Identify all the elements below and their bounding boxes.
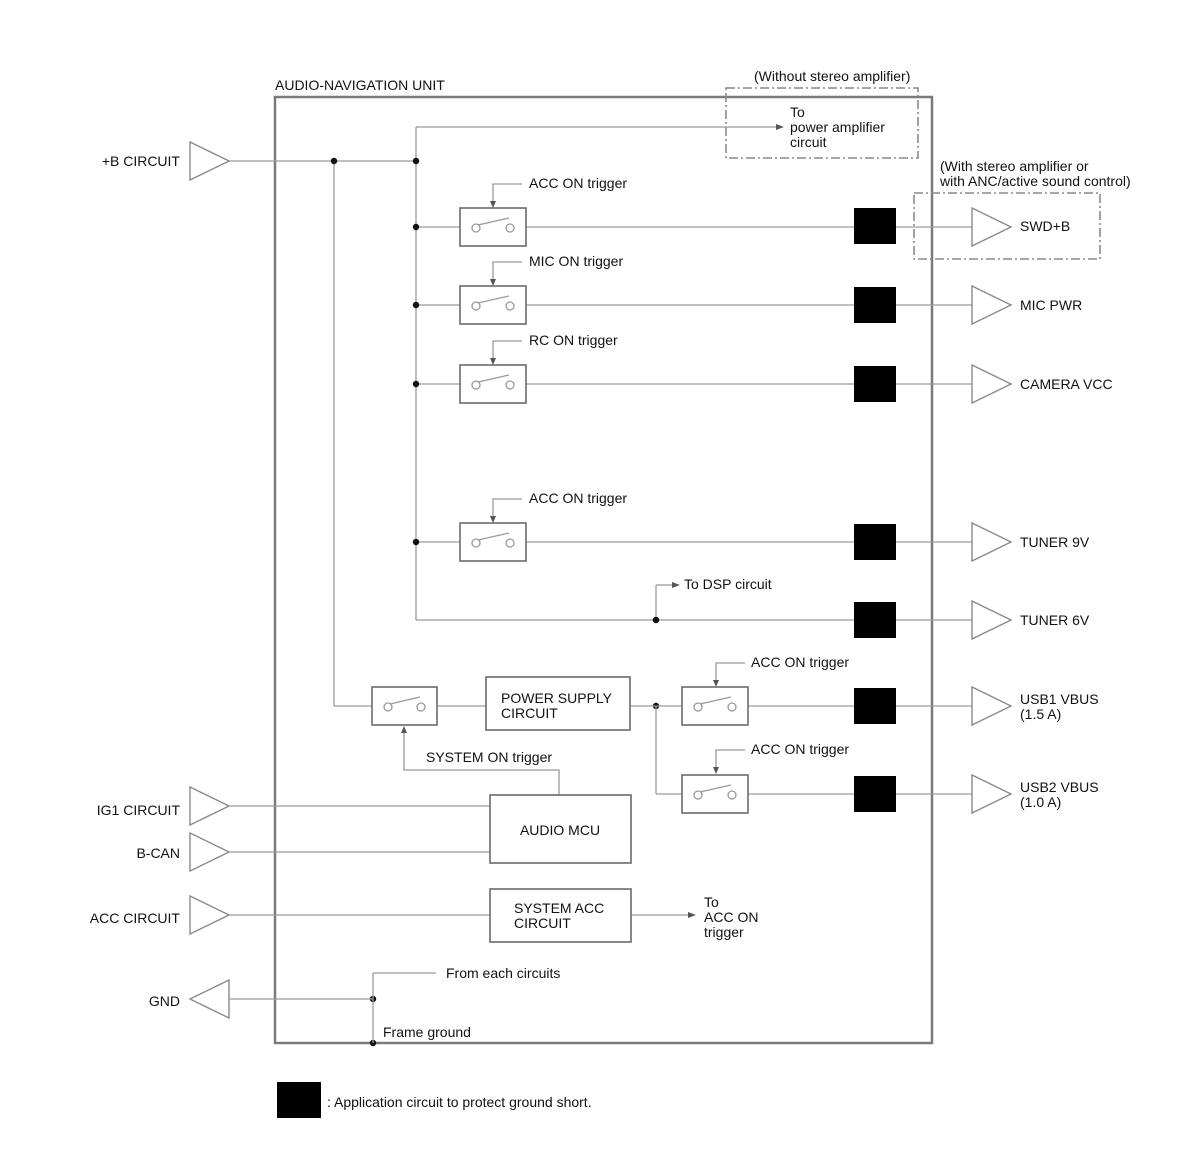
input-b-circuit-label: +B CIRCUIT xyxy=(102,153,181,169)
protection-block xyxy=(854,776,896,812)
protection-block xyxy=(854,688,896,724)
to-dsp-label: To DSP circuit xyxy=(684,576,772,592)
branch-wiring xyxy=(416,226,972,621)
output-tuner9-label: TUNER 9V xyxy=(1020,534,1090,550)
output-mic-pwr-label: MIC PWR xyxy=(1020,297,1082,313)
switch-acc-tuner9 xyxy=(459,522,527,562)
to-acc-on-line2: ACC ON xyxy=(704,909,758,925)
switch-mic xyxy=(459,285,527,325)
power-supply-circuit-block xyxy=(485,676,631,731)
acc-on-trigger-label: ACC ON trigger xyxy=(529,490,627,506)
system-acc-line1: SYSTEM ACC xyxy=(514,900,604,916)
unit-title: AUDIO-NAVIGATION UNIT xyxy=(275,77,445,93)
to-power-amp-line1: To xyxy=(790,104,805,120)
lower-wiring xyxy=(229,805,688,1043)
input-acc-label: ACC CIRCUIT xyxy=(90,910,181,926)
input-gnd-label: GND xyxy=(149,993,180,1009)
switch-rc xyxy=(459,364,527,404)
protection-block xyxy=(854,524,896,560)
to-dsp-arrow xyxy=(672,582,680,588)
input-connectors xyxy=(188,140,231,1020)
to-power-amp-line2: power amplifier xyxy=(790,119,885,135)
trigger-arrow xyxy=(490,201,496,208)
output-triangle xyxy=(971,773,1013,815)
trigger-arrow xyxy=(490,279,496,286)
output-triangle xyxy=(971,206,1013,248)
output-usb1-current: (1.5 A) xyxy=(1020,706,1061,722)
trigger-arrow xyxy=(713,680,719,687)
switch-acc-usb1 xyxy=(681,686,749,726)
mic-on-trigger-label: MIC ON trigger xyxy=(529,253,623,269)
protection-block xyxy=(854,287,896,323)
switch-system xyxy=(371,686,438,726)
power-supply-wiring xyxy=(403,662,972,795)
with-amp-note-line1: (With stereo amplifier or xyxy=(940,158,1089,174)
acc-on-trigger-label: ACC ON trigger xyxy=(751,654,849,670)
trigger-arrow xyxy=(490,358,496,365)
switch-acc-usb2 xyxy=(681,774,749,814)
system-on-arrow xyxy=(401,726,407,733)
acc-on-trigger-label: ACC ON trigger xyxy=(529,175,627,191)
output-camera-vcc-label: CAMERA VCC xyxy=(1020,376,1113,392)
output-tuner6-label: TUNER 6V xyxy=(1020,612,1090,628)
gnd-triangle xyxy=(188,978,230,1020)
legend-text: : Application circuit to protect ground … xyxy=(327,1094,592,1110)
to-power-amp-line3: circuit xyxy=(790,134,827,150)
protection-block xyxy=(854,602,896,638)
output-usb2-current: (1.0 A) xyxy=(1020,794,1061,810)
input-triangle xyxy=(189,894,231,936)
protection-block xyxy=(854,208,896,244)
output-triangle xyxy=(971,521,1013,563)
system-acc-line2: CIRCUIT xyxy=(514,915,571,931)
unit-enclosure xyxy=(273,95,934,1045)
junction-dots xyxy=(330,157,660,1047)
with-amp-note-line2: with ANC/active sound control) xyxy=(939,173,1131,189)
output-triangle xyxy=(971,284,1013,326)
to-power-amp-arrow xyxy=(776,124,784,130)
without-amp-region xyxy=(725,87,919,159)
input-ig1-label: IG1 CIRCUIT xyxy=(97,802,181,818)
frame-ground-label: Frame ground xyxy=(383,1024,471,1040)
input-triangle xyxy=(189,140,231,182)
output-usb1-label: USB1 VBUS xyxy=(1020,691,1099,707)
system-on-trigger-label: SYSTEM ON trigger xyxy=(426,749,552,765)
power-supply-line1: POWER SUPPLY xyxy=(501,690,613,706)
legend-swatch xyxy=(277,1082,321,1118)
to-acc-on-line3: trigger xyxy=(704,924,744,940)
power-supply-line2: CIRCUIT xyxy=(501,705,558,721)
rc-on-trigger-label: RC ON trigger xyxy=(529,332,618,348)
trigger-arrow xyxy=(713,767,719,774)
switch-acc-swd xyxy=(459,207,527,247)
output-triangle xyxy=(971,599,1013,641)
system-acc-circuit-block xyxy=(489,888,632,943)
acc-on-trigger-label: ACC ON trigger xyxy=(751,741,849,757)
output-triangle xyxy=(971,685,1013,727)
output-triangle xyxy=(971,363,1013,405)
input-triangle xyxy=(189,831,231,873)
output-usb2-label: USB2 VBUS xyxy=(1020,779,1099,795)
audio-mcu-block xyxy=(489,794,632,864)
output-connectors xyxy=(971,206,1013,815)
to-acc-on-line1: To xyxy=(704,894,719,910)
input-triangle xyxy=(189,785,231,827)
to-acc-on-arrow xyxy=(688,912,696,918)
input-bcan-label: B-CAN xyxy=(136,845,180,861)
b-bus-wiring xyxy=(228,126,776,707)
with-amp-region xyxy=(913,192,1101,260)
output-swd-label: SWD+B xyxy=(1020,218,1070,234)
from-each-circuits-label: From each circuits xyxy=(446,965,560,981)
protection-blocks xyxy=(854,208,896,812)
upper-trigger-lines xyxy=(492,183,522,517)
protection-block xyxy=(854,366,896,402)
without-amp-note: (Without stereo amplifier) xyxy=(754,68,910,84)
audio-mcu-label: AUDIO MCU xyxy=(520,822,600,838)
trigger-arrow xyxy=(490,516,496,523)
